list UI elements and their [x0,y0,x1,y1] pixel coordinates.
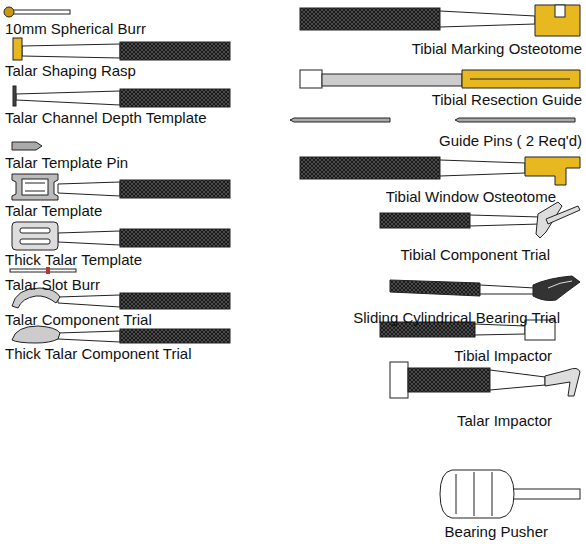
osteotome-handle [300,157,440,179]
template-handle [120,180,230,198]
part-label: Talar Shaping Rasp [5,62,136,79]
rasp-handle [120,42,230,60]
trial-shaft [470,215,540,226]
burr-shaft [10,269,76,272]
template-handle [120,89,230,107]
template-shaft [16,91,120,105]
template-slot [20,239,50,244]
guide-end [300,70,322,88]
impactor-tip [545,368,580,396]
slot-burr [10,267,76,274]
trial-head [12,326,60,343]
part-label: Tibial Window Osteotome [386,188,556,205]
bearing-pusher [440,470,580,518]
pin-body [12,142,42,150]
osteotome-blade [535,5,580,36]
part-label: Tibial Resection Guide [432,91,582,108]
window-osteotome [300,157,580,185]
osteotome-handle [300,8,440,30]
template-shaft [58,182,120,196]
part-label: Talar Component Trial [5,311,152,328]
guide-pins [290,118,575,122]
impactor-shaft [490,370,545,390]
talar-template [12,174,230,200]
template-window [22,179,48,195]
trial-shaft [58,295,120,307]
resection-guide [300,70,580,88]
spherical-burr [4,7,70,17]
tibial-trial [380,202,580,238]
thick-talar-template [12,222,230,250]
part-label: Sliding Cylindrical Bearing Trial [353,309,560,326]
blade-notch [555,5,565,17]
trial-shaft [480,285,535,294]
part-label: Thick Talar Template [5,251,142,268]
template-handle [120,229,230,247]
part-label: Bearing Pusher [445,523,548,540]
pusher-knob [440,470,514,518]
bearing-trial [390,276,580,301]
part-label: Talar Channel Depth Template [5,109,207,126]
rasp-shaft [22,44,120,58]
part-label: Thick Talar Component Trial [5,345,191,362]
shaping-rasp [13,38,230,60]
guide-pin [290,118,390,122]
impactor-handle [408,368,490,392]
trial-handle [380,213,470,228]
impactor-cap [390,362,408,398]
trial-handle [390,280,480,296]
thick-component-trial [12,326,230,343]
guide-slot [470,79,570,80]
guide-bar [322,74,462,86]
guide-block [462,70,580,88]
template-head [12,222,58,250]
part-label: Talar Impactor [457,412,552,429]
trial-stem [546,206,580,224]
burr-shaft [12,10,70,14]
trial-handle [120,293,230,309]
knob-groove [474,472,475,516]
template-head [12,174,58,200]
template-pin [12,142,42,150]
template-slot [25,183,45,184]
trial-edge [548,281,572,288]
osteotome-shaft [440,11,535,27]
burr-collar [46,267,50,274]
knob-groove [492,472,493,516]
part-label: Guide Pins ( 2 Req'd) [439,132,582,149]
marking-osteotome [300,5,580,36]
part-label: 10mm Spherical Burr [5,20,146,37]
template-slot [25,191,45,192]
burr-ball [4,7,14,17]
trial-head [533,276,580,301]
knob-groove [456,474,457,514]
rasp-head [13,38,22,60]
template-blade [13,86,16,106]
part-label: Talar Template [5,202,102,219]
part-label: Talar Template Pin [5,154,128,171]
trial-shaft [58,331,120,342]
osteotome-blade [525,157,580,185]
template-slot [20,228,50,233]
talar-impactor [390,362,580,398]
template-shaft [58,231,120,245]
guide-pin [455,118,575,122]
part-label: Talar Slot Burr [5,276,100,293]
pusher-shaft [512,489,580,499]
trial-handle [120,329,230,343]
depth-template [13,86,230,107]
part-label: Tibial Impactor [454,347,552,364]
part-label: Tibial Component Trial [400,246,550,263]
part-label: Tibial Marking Osteotome [412,40,582,57]
osteotome-shaft [440,160,525,176]
